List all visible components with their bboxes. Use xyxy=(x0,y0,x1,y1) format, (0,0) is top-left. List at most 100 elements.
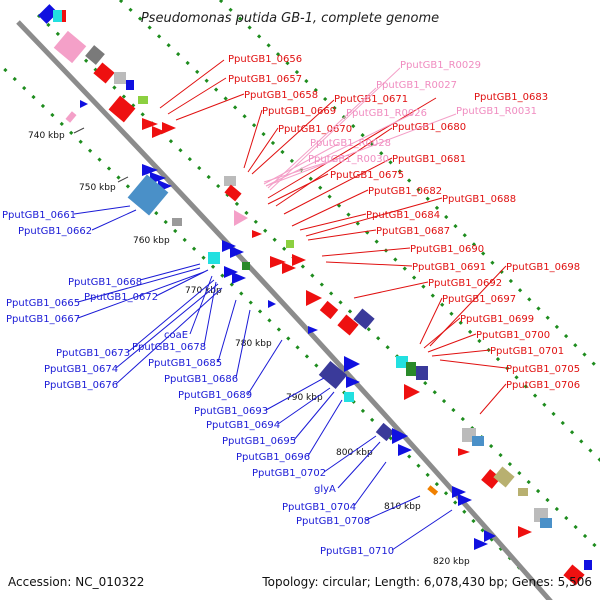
feature-block xyxy=(242,262,250,270)
gene-label: PputGB1_0673 xyxy=(56,348,130,359)
gene-label: PputGB1_0675 xyxy=(330,170,404,181)
gene-label: PputGB1_R0028 xyxy=(310,138,391,149)
feature-arrow xyxy=(458,448,470,456)
feature-arrow xyxy=(252,230,262,238)
gene-label: PputGB1_0671 xyxy=(334,94,408,105)
gene-label: PputGB1_0705 xyxy=(506,364,580,375)
feature-arrow xyxy=(474,538,488,550)
feature-block xyxy=(108,95,136,123)
minus-strand-features xyxy=(38,4,496,550)
gene-label: PputGB1_R0030 xyxy=(308,154,389,165)
gene-label: PputGB1_R0027 xyxy=(376,80,457,91)
feature-arrow xyxy=(346,376,360,388)
gene-label: PputGB1_0697 xyxy=(442,294,516,305)
feature-block xyxy=(114,72,126,84)
feature-arrow xyxy=(224,266,238,278)
minus-strand-labels: PputGB1_0661 PputGB1_0662 PputGB1_0668 P… xyxy=(2,205,453,557)
gene-label: PputGB1_0674 xyxy=(44,364,118,375)
gene-label: PputGB1_0687 xyxy=(376,226,450,237)
gene-label: PputGB1_0692 xyxy=(428,278,502,289)
tick-mark xyxy=(73,127,85,134)
feature-block xyxy=(563,564,585,586)
gene-label: PputGB1_0710 xyxy=(320,546,394,557)
gene-label: PputGB1_0694 xyxy=(206,420,280,431)
feature-arrow xyxy=(232,272,246,284)
feature-block xyxy=(427,485,439,496)
feature-arrow xyxy=(270,256,286,268)
feature-arrow xyxy=(80,100,88,108)
tick-label: 760 kbp xyxy=(133,236,170,246)
gene-label: PputGB1_0676 xyxy=(44,380,118,391)
topology-summary: Topology: circular; Length: 6,078,430 bp… xyxy=(261,575,592,589)
inner-left-track xyxy=(36,13,600,553)
feature-arrow xyxy=(230,246,244,258)
gene-label: PputGB1_0672 xyxy=(84,292,158,303)
tick-label: 780 kbp xyxy=(235,339,272,349)
gene-label: PputGB1_0680 xyxy=(392,122,466,133)
feature-block xyxy=(344,392,354,402)
feature-arrow xyxy=(222,240,236,252)
feature-block xyxy=(53,30,87,64)
gene-label: PputGB1_0706 xyxy=(506,380,580,391)
gene-label: PputGB1_0665 xyxy=(6,298,80,309)
gene-label: PputGB1_0668 xyxy=(68,277,142,288)
feature-block xyxy=(416,366,428,380)
gene-label: PputGB1_0657 xyxy=(228,74,302,85)
feature-block xyxy=(396,356,408,368)
feature-block xyxy=(318,361,348,389)
feature-arrow xyxy=(282,262,296,274)
gene-label: PputGB1_0661 xyxy=(2,210,76,221)
feature-block xyxy=(540,518,552,528)
feature-arrow xyxy=(142,118,158,130)
feature-block xyxy=(319,300,339,320)
gene-label: PputGB1_R0029 xyxy=(400,60,481,71)
gene-label: PputGB1_0700 xyxy=(476,330,550,341)
tick-label: 750 kbp xyxy=(79,183,116,193)
feature-block xyxy=(38,4,58,24)
gene-label: PputGB1_0658 xyxy=(244,90,318,101)
tick-label: 810 kbp xyxy=(384,502,421,512)
feature-arrow xyxy=(344,356,360,372)
gene-label: PputGB1_0704 xyxy=(282,502,356,513)
feature-block xyxy=(93,62,115,84)
gene-label: PputGB1_0682 xyxy=(368,186,442,197)
gene-label: PputGB1_0695 xyxy=(222,436,296,447)
rna-labels: PputGB1_R0029 PputGB1_R0027 PputGB1_R002… xyxy=(263,60,537,191)
feature-arrow xyxy=(306,290,322,306)
feature-arrow xyxy=(484,530,496,542)
feature-block xyxy=(65,111,77,123)
tick-label: 820 kbp xyxy=(433,557,470,567)
feature-block xyxy=(138,96,148,104)
outer-right-track xyxy=(218,0,600,373)
feature-arrow xyxy=(162,122,176,134)
feature-block xyxy=(286,240,294,248)
feature-block xyxy=(224,184,242,202)
feature-arrow xyxy=(142,164,158,176)
accession-text: Accession: NC_010322 xyxy=(8,575,144,589)
gene-label: PputGB1_0699 xyxy=(460,314,534,325)
feature-block xyxy=(472,436,484,446)
feature-block xyxy=(518,488,528,496)
plus-strand-labels: PputGB1_0656 PputGB1_0657 PputGB1_0658 P… xyxy=(159,54,580,415)
feature-block xyxy=(353,308,375,330)
gene-label: PputGB1_0685 xyxy=(148,358,222,369)
gene-label: PputGB1_0662 xyxy=(18,226,92,237)
feature-arrow xyxy=(392,428,408,444)
feature-arrow xyxy=(404,384,420,400)
plus-strand-features xyxy=(53,30,592,586)
feature-block xyxy=(53,10,62,22)
feature-block xyxy=(208,252,220,264)
feature-arrow xyxy=(452,486,466,498)
gene-label: PputGB1_0681 xyxy=(392,154,466,165)
gene-label: glyA xyxy=(314,484,336,495)
gene-label: PputGB1_0688 xyxy=(442,194,516,205)
feature-arrow xyxy=(152,126,166,138)
feature-block xyxy=(406,362,416,376)
feature-block xyxy=(375,422,395,442)
feature-arrow xyxy=(234,210,248,226)
gene-label: PputGB1_0689 xyxy=(178,390,252,401)
genome-backbone xyxy=(16,20,553,600)
